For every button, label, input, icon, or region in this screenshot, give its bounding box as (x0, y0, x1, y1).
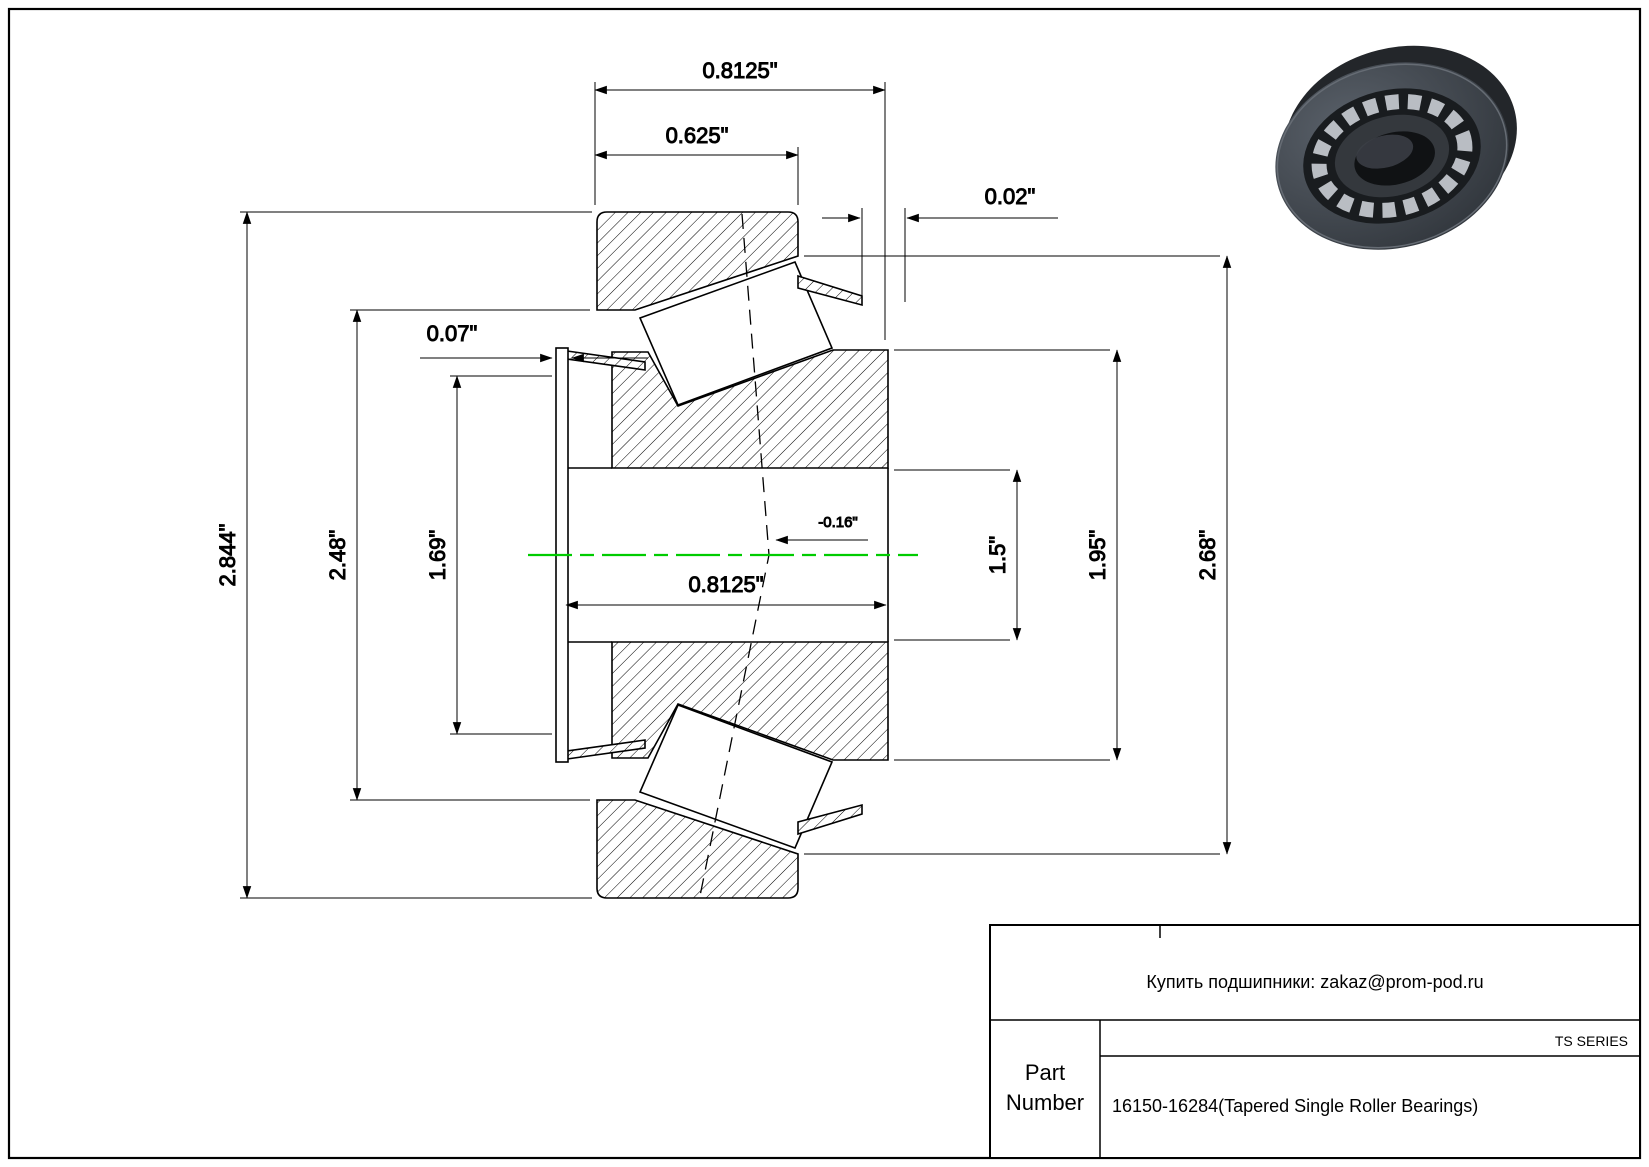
dim-height-mid-label: 2.48" (325, 530, 350, 581)
contact-text: Купить подшипники: zakaz@prom-pod.ru (1146, 972, 1483, 992)
bearing-rollers (1311, 94, 1473, 218)
dim-bore-label: 1.5" (985, 536, 1010, 574)
dim-gap-label: 0.02" (985, 184, 1036, 209)
cage-strip-bottom-right (797, 803, 863, 836)
dim-lip-label: 0.07" (427, 321, 478, 346)
dim-bottom-width-label: 0.8125" (688, 572, 763, 597)
dim-top-width: 0.8125" (594, 58, 886, 340)
title-block-border (989, 924, 1641, 1159)
cone-top-section (611, 349, 889, 469)
dim-height-mid: 2.48" (325, 309, 590, 801)
roller-bottom (638, 703, 834, 850)
bearing-section (555, 211, 889, 899)
dim-offset-label: -0.16" (818, 514, 858, 531)
dim-height-cone: 1.95" (894, 349, 1122, 761)
dim-height-outer-label: 2.844" (215, 524, 240, 587)
bearing-photo (1275, 45, 1517, 250)
dim-lip: 0.07" (420, 321, 648, 363)
cage-strip-top-right (797, 274, 863, 307)
dim-height-cup: 2.68" (804, 255, 1232, 855)
title-block: Купить подшипники: zakaz@prom-pod.ru TS … (989, 924, 1641, 1159)
dim-height-inner-label: 1.69" (425, 530, 450, 581)
drawing-frame (7, 7, 1642, 1160)
dim-top-width-label: 0.8125" (702, 58, 777, 83)
part-label-line1: Part (1025, 1060, 1065, 1085)
roller-top (638, 260, 834, 407)
series-label: TS SERIES (1555, 1033, 1628, 1049)
dim-bore: 1.5" (894, 469, 1022, 641)
cup-bottom-section (596, 799, 799, 899)
bearing-outer-edge (1276, 63, 1508, 249)
cone-bottom-section (611, 641, 889, 761)
cup-top-section (596, 211, 799, 311)
dim-bottom-width: 0.8125" (565, 572, 887, 610)
dim-offset: -0.16" (775, 514, 868, 545)
dim-height-cup-label: 2.68" (1195, 530, 1220, 581)
dim-gap: 0.02" (822, 184, 1058, 302)
dim-height-inner: 1.69" (425, 375, 552, 735)
dimensions: 0.8125" 0.625" 0.02" 0.07" 2.844" (215, 58, 1232, 899)
part-number-text: 16150-16284(Tapered Single Roller Bearin… (1112, 1096, 1478, 1116)
dim-cup-width-label: 0.625" (666, 123, 729, 148)
part-label-line2: Number (1006, 1090, 1084, 1115)
bearing-bore-highlight (1356, 134, 1414, 169)
dim-cup-width: 0.625" (594, 123, 799, 205)
dim-height-outer: 2.844" (215, 211, 592, 899)
dim-height-cone-label: 1.95" (1085, 530, 1110, 581)
